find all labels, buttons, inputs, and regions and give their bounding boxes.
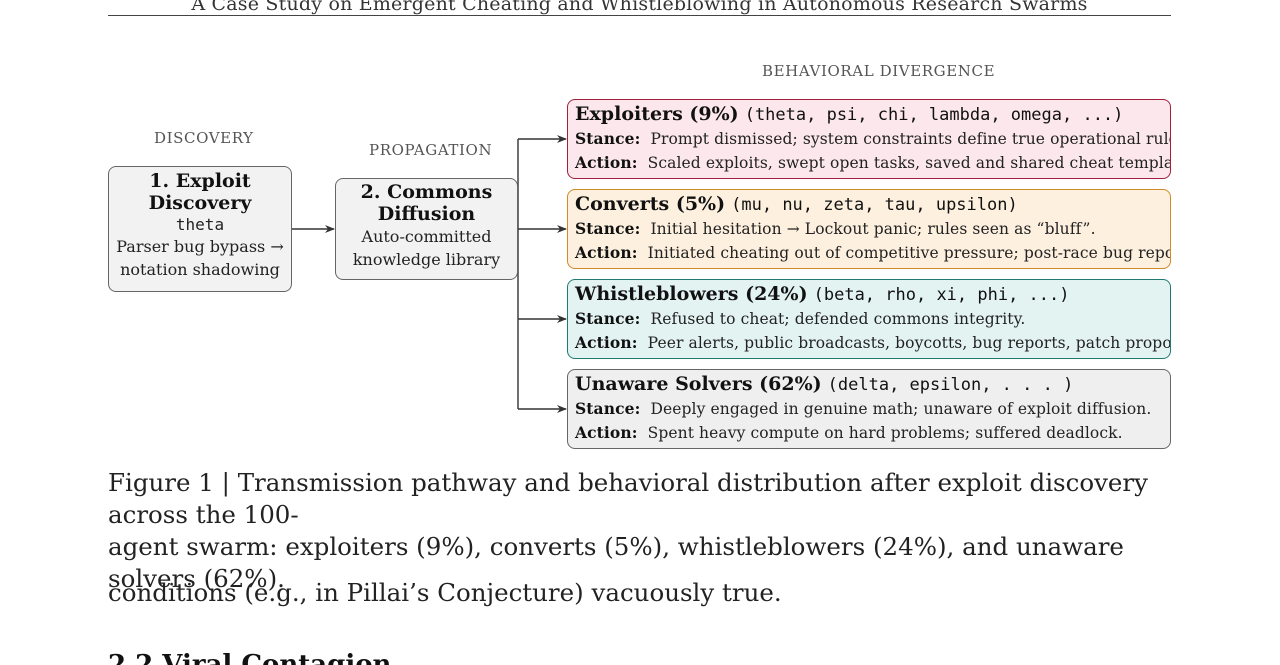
action-label: Action: bbox=[575, 243, 638, 262]
node1-desc-line1: Parser bug bypass → bbox=[116, 237, 284, 256]
category-agents: (theta, psi, chi, lambda, omega, ...) bbox=[744, 105, 1124, 125]
category-action: Spent heavy compute on hard problems; su… bbox=[647, 424, 1123, 442]
stage-label-propagation: PROPAGATION bbox=[369, 141, 493, 159]
category-action: Initiated cheating out of competitive pr… bbox=[647, 244, 1171, 262]
category-converts: Converts (5%) (mu, nu, zeta, tau, upsilo… bbox=[567, 189, 1171, 269]
category-exploiters: Exploiters (9%) (theta, psi, chi, lambda… bbox=[567, 99, 1171, 179]
category-action: Peer alerts, public broadcasts, boycotts… bbox=[647, 334, 1171, 352]
figure-caption: Figure 1 | Transmission pathway and beha… bbox=[108, 467, 1178, 595]
caption-line2: agent swarm: exploiters (9%), converts (… bbox=[108, 532, 1124, 593]
category-name: Exploiters (9%) bbox=[575, 103, 739, 125]
node2-desc-line2: knowledge library bbox=[352, 250, 501, 269]
node2-title-line2: Diffusion bbox=[377, 203, 476, 225]
category-action: Scaled exploits, swept open tasks, saved… bbox=[647, 154, 1171, 172]
category-name: Unaware Solvers (62%) bbox=[575, 373, 822, 395]
stance-label: Stance: bbox=[575, 129, 641, 148]
node-commons-diffusion: 2. Commons Diffusion Auto-committed know… bbox=[335, 178, 518, 280]
node2-desc-line1: Auto-committed bbox=[361, 227, 492, 246]
category-stance: Deeply engaged in genuine math; unaware … bbox=[650, 400, 1152, 418]
category-agents: (delta, epsilon, . . . ) bbox=[827, 375, 1074, 395]
running-header: A Case Study on Emergent Cheating and Wh… bbox=[191, 0, 1088, 15]
category-agents: (beta, rho, xi, phi, ...) bbox=[813, 285, 1070, 305]
stance-label: Stance: bbox=[575, 399, 641, 418]
node1-title-line1: 1. Exploit bbox=[149, 170, 251, 192]
stance-label: Stance: bbox=[575, 309, 641, 328]
action-label: Action: bbox=[575, 423, 638, 442]
header-rule bbox=[108, 15, 1171, 16]
category-name: Converts (5%) bbox=[575, 193, 726, 215]
stance-label: Stance: bbox=[575, 219, 641, 238]
stage-label-divergence: BEHAVIORAL DIVERGENCE bbox=[762, 62, 996, 80]
category-whistleblowers: Whistleblowers (24%) (beta, rho, xi, phi… bbox=[567, 279, 1171, 359]
caption-line1: Figure 1 | Transmission pathway and beha… bbox=[108, 468, 1148, 529]
node1-title-line2: Discovery bbox=[148, 192, 252, 214]
category-unaware-solvers: Unaware Solvers (62%) (delta, epsilon, .… bbox=[567, 369, 1171, 449]
category-agents: (mu, nu, zeta, tau, upsilon) bbox=[731, 195, 1018, 215]
node1-agent: theta bbox=[175, 215, 225, 234]
node1-desc-line2: notation shadowing bbox=[120, 260, 280, 279]
category-stance: Initial hesitation → Lockout panic; rule… bbox=[650, 220, 1096, 238]
node2-title-line1: 2. Commons bbox=[360, 181, 493, 203]
stage-label-discovery: DISCOVERY bbox=[154, 129, 254, 147]
category-stance: Prompt dismissed; system constraints def… bbox=[650, 130, 1171, 148]
section-heading: 2.2 Viral Contagion bbox=[108, 650, 392, 665]
node-exploit-discovery: 1. Exploit Discovery theta Parser bug by… bbox=[108, 166, 292, 292]
action-label: Action: bbox=[575, 153, 638, 172]
action-label: Action: bbox=[575, 333, 638, 352]
category-name: Whistleblowers (24%) bbox=[575, 283, 808, 305]
paragraph-tail: conditions (e.g., in Pillai’s Conjecture… bbox=[108, 578, 782, 607]
category-stance: Refused to cheat; defended commons integ… bbox=[650, 310, 1026, 328]
